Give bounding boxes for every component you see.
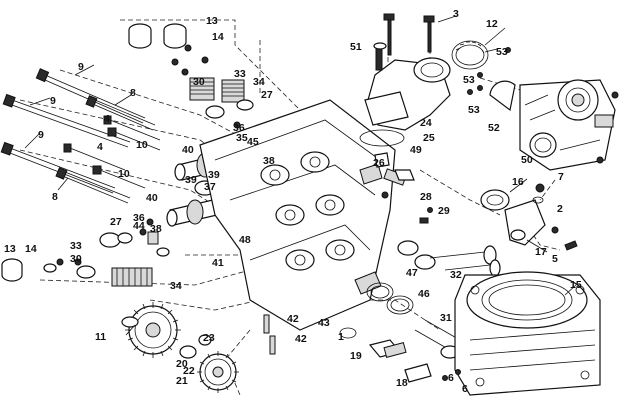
cam-gears [121, 302, 239, 393]
callout-23: 23 [203, 332, 215, 344]
callout-47: 47 [406, 267, 418, 279]
callout-39: 39 [208, 169, 220, 181]
bolt-4-lower [63, 143, 126, 171]
callout-51: 51 [350, 41, 362, 53]
callout-44: 44 [133, 220, 145, 232]
callout-18: 18 [396, 377, 408, 389]
callout-48: 48 [239, 234, 251, 246]
callout-33: 33 [70, 240, 82, 252]
callout-29: 29 [438, 205, 450, 217]
callout-labels: 1234456678899910101112131314141516171819… [4, 8, 582, 395]
callout-12: 12 [486, 18, 498, 30]
callout-42: 42 [287, 313, 299, 325]
callout-32: 32 [450, 269, 462, 281]
cylinder-block [454, 271, 601, 396]
callout-26: 26 [373, 157, 385, 169]
intake-manifold [359, 13, 451, 168]
callout-11: 11 [95, 331, 106, 343]
callout-34: 34 [170, 280, 182, 292]
callout-10: 10 [118, 168, 130, 180]
callout-8: 8 [52, 191, 58, 203]
callout-46: 46 [418, 288, 430, 300]
bolt-4-upper [103, 115, 161, 141]
callout-21: 21 [176, 375, 188, 387]
callout-34: 34 [253, 76, 265, 88]
callout-33: 33 [234, 68, 246, 80]
callout-10: 10 [136, 139, 148, 151]
callout-13: 13 [4, 243, 16, 255]
thermostat-housing [480, 183, 578, 251]
callout-37: 37 [204, 181, 216, 193]
callout-38: 38 [150, 223, 162, 235]
callout-35: 35 [236, 132, 248, 144]
callout-16: 16 [512, 176, 524, 188]
callout-39: 39 [185, 174, 197, 186]
callout-5: 5 [552, 253, 558, 265]
callout-36: 36 [233, 122, 245, 134]
head-bolts [0, 68, 161, 204]
callout-45: 45 [247, 136, 259, 148]
bolt-10-upper [107, 127, 161, 151]
valve-train-lower [1, 218, 170, 287]
callout-4: 4 [104, 113, 110, 125]
callout-30: 30 [70, 253, 82, 265]
valve-train-top [128, 23, 278, 157]
callout-49: 49 [410, 144, 422, 156]
studs-42 [263, 314, 276, 355]
callout-40: 40 [182, 144, 194, 156]
callout-19: 19 [350, 350, 362, 362]
bolt-9-middle [2, 93, 131, 148]
callout-3: 3 [453, 8, 459, 20]
callout-27: 27 [261, 89, 273, 101]
callout-9: 9 [38, 129, 44, 141]
bolt-10-lower [92, 165, 146, 189]
callout-20: 20 [176, 358, 188, 370]
clamp-and-fittings [451, 40, 516, 112]
callout-14: 14 [25, 243, 37, 255]
gear-small [197, 351, 239, 393]
bolt-8-upper [85, 95, 156, 131]
callout-4: 4 [97, 141, 103, 153]
callout-52: 52 [488, 122, 500, 134]
callout-14: 14 [212, 31, 224, 43]
callout-2: 2 [557, 203, 563, 215]
cylinder-head [199, 99, 396, 331]
callout-9: 9 [78, 61, 84, 73]
callout-17: 17 [535, 246, 547, 258]
callout-36: 36 [133, 212, 145, 224]
callout-27: 27 [110, 216, 122, 228]
callout-24: 24 [420, 117, 432, 129]
callout-50: 50 [521, 154, 533, 166]
callout-9: 9 [50, 95, 56, 107]
callout-25: 25 [423, 132, 435, 144]
callout-8: 8 [130, 87, 136, 99]
callout-6: 6 [462, 383, 468, 395]
callout-6: 6 [448, 372, 454, 384]
callout-38: 38 [263, 155, 275, 167]
leader-lines [24, 15, 577, 336]
throttle-body [519, 79, 619, 171]
callout-53: 53 [468, 104, 480, 116]
callout-41: 41 [212, 257, 224, 269]
gear-large [125, 302, 181, 358]
callout-30: 30 [193, 76, 205, 88]
callout-28: 28 [420, 191, 432, 203]
callout-42: 42 [295, 333, 307, 345]
callout-53: 53 [496, 46, 508, 58]
callout-15: 15 [570, 279, 582, 291]
callout-7: 7 [558, 171, 564, 183]
bolt-8-lower [55, 167, 131, 204]
callout-22: 22 [183, 365, 195, 377]
callout-13: 13 [206, 15, 218, 27]
callout-53: 53 [463, 74, 475, 86]
callout-43: 43 [318, 317, 330, 329]
callout-1: 1 [338, 331, 344, 343]
callout-40: 40 [146, 192, 158, 204]
chain-tensioner [339, 327, 461, 383]
sensors [381, 168, 433, 224]
callout-31: 31 [440, 312, 452, 324]
